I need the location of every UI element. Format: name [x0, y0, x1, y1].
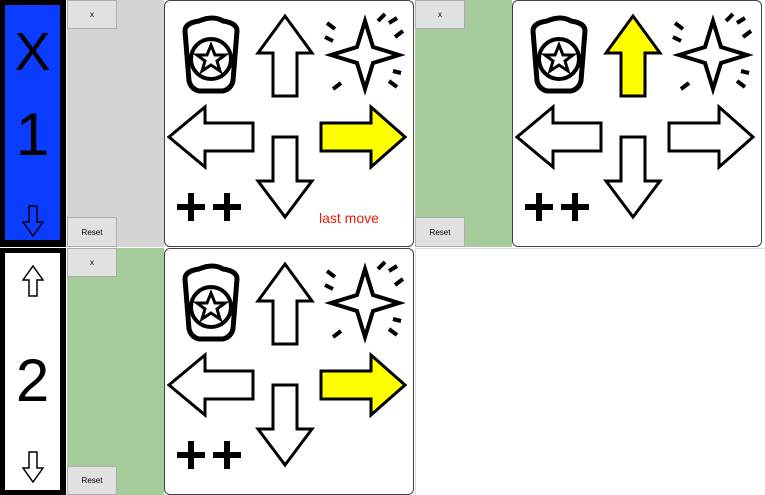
double-plus-icon[interactable]	[525, 193, 589, 221]
player-2-indicator: 2	[0, 248, 66, 495]
slot-1-close-button[interactable]: x	[67, 0, 117, 29]
slot-3-reset-button[interactable]: Reset	[67, 466, 117, 495]
arrow-down-icon[interactable]	[255, 135, 315, 220]
slot-3-command-panel	[164, 248, 414, 495]
player-1-inner[interactable]: X 1	[5, 5, 60, 240]
slot-1-command-panel: last move	[164, 0, 414, 247]
shield-star-icon[interactable]	[530, 15, 588, 94]
slot-2-command-panel	[512, 0, 762, 247]
arrow-right-icon[interactable]	[319, 103, 408, 171]
arrow-up-icon[interactable]	[255, 13, 315, 98]
double-plus-icon[interactable]	[177, 193, 241, 221]
player-1-number: 1	[15, 101, 50, 168]
arrow-down-outline-icon[interactable]	[22, 451, 44, 483]
player-2-number: 2	[15, 347, 50, 414]
sparkle-burst-icon[interactable]	[324, 12, 406, 96]
slot-1-command-grid	[166, 12, 408, 221]
player-1-prefix: X	[14, 22, 51, 82]
slot-3-status-area	[67, 248, 164, 495]
arrow-left-icon[interactable]	[166, 103, 255, 171]
arrow-up-icon[interactable]	[603, 13, 663, 98]
arrow-down-icon[interactable]	[255, 383, 315, 468]
arrow-up-outline-icon[interactable]	[22, 265, 44, 297]
slot-2-close-button[interactable]: x	[415, 0, 465, 29]
slot-1-reset-button[interactable]: Reset	[67, 217, 117, 247]
arrow-down-icon[interactable]	[603, 135, 663, 220]
arrow-up-icon[interactable]	[255, 261, 315, 346]
shield-star-icon[interactable]	[182, 15, 240, 94]
slot-1-status-area	[67, 0, 164, 247]
player-2-inner[interactable]: 2	[5, 253, 60, 490]
sparkle-burst-icon[interactable]	[672, 12, 754, 96]
sparkle-burst-icon[interactable]	[324, 260, 406, 344]
slot-2-reset-button[interactable]: Reset	[415, 217, 465, 247]
slot-2-status-area	[415, 0, 512, 247]
last-move-label: last move	[319, 210, 379, 226]
arrow-down-outline-icon[interactable]	[22, 205, 44, 237]
player-1-indicator: X 1	[0, 0, 66, 247]
slot-3-command-grid	[166, 260, 408, 469]
arrow-left-icon[interactable]	[514, 103, 603, 171]
empty-slot	[415, 248, 765, 495]
shield-star-icon[interactable]	[182, 263, 240, 342]
arrow-left-icon[interactable]	[166, 351, 255, 419]
arrow-right-icon[interactable]	[319, 351, 408, 419]
double-plus-icon[interactable]	[177, 441, 241, 469]
slot-3-close-button[interactable]: x	[67, 248, 117, 277]
slot-2-command-grid	[514, 12, 756, 221]
arrow-right-icon[interactable]	[667, 103, 756, 171]
